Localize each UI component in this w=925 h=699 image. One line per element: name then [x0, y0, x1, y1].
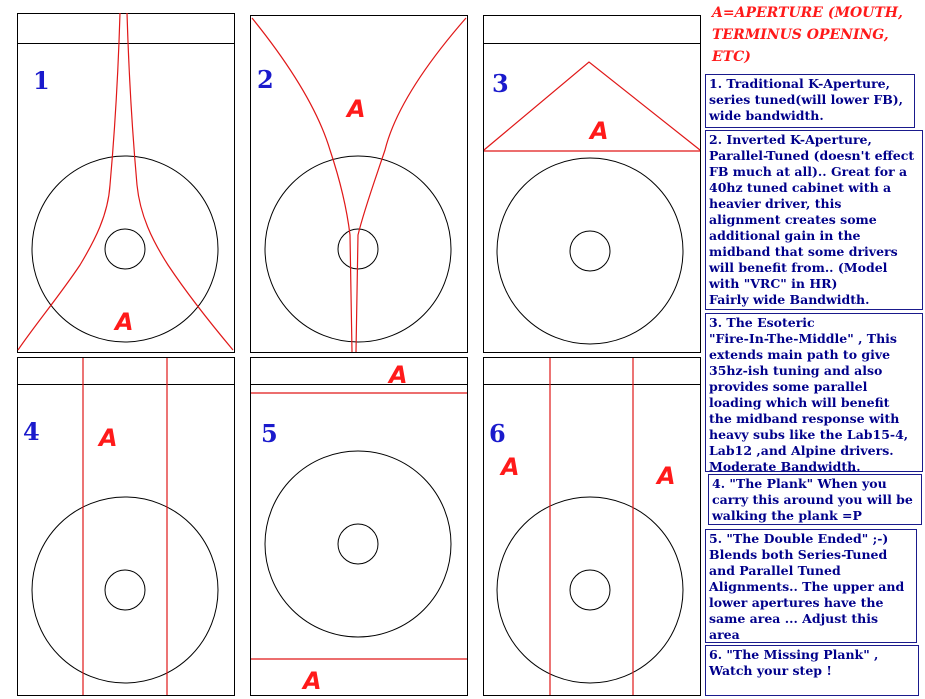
woofer-cone-1 [31, 155, 219, 343]
panel-number-1: 1 [33, 66, 50, 95]
woofer-dustcap-6 [569, 569, 611, 611]
note-2: 2. Inverted K-Aperture, Parallel-Tuned (… [705, 130, 923, 310]
panel-number-6: 6 [489, 419, 506, 448]
aperture-legend: A=APERTURE (MOUTH, TERMINUS OPENING, ETC… [712, 5, 903, 65]
panel-number-5: 5 [261, 419, 278, 448]
woofer-dustcap-4 [104, 569, 146, 611]
panel-number-2: 2 [257, 65, 274, 94]
aperture-label-5-top: A [387, 361, 408, 389]
note-3: 3. The Esoteric "Fire-In-The-Middle" , T… [705, 313, 923, 472]
aperture-label-6-left: A [499, 453, 520, 481]
woofer-cone-6 [496, 496, 684, 684]
cabinet-box-4 [17, 357, 235, 696]
woofer-cone-3 [496, 157, 684, 345]
woofer-cone-5 [264, 450, 452, 638]
aperture-label-5-bottom: A [301, 667, 322, 695]
woofer-dustcap-3 [569, 230, 611, 272]
aperture-duct-6 [549, 358, 634, 695]
panel-number-4: 4 [23, 417, 40, 446]
aperture-duct-1 [17, 12, 234, 351]
aperture-duct-3 [483, 61, 701, 152]
cabinet-box-3 [483, 15, 701, 353]
note-4: 4. "The Plank" When you carry this aroun… [708, 474, 922, 525]
woofer-cone-4 [31, 496, 219, 684]
note-1: 1. Traditional K-Aperture, series tuned(… [705, 74, 915, 128]
panel-number-3: 3 [492, 69, 509, 98]
aperture-label-4: A [97, 424, 118, 452]
aperture-label-3: A [588, 117, 609, 145]
cabinet-box-5 [250, 357, 468, 696]
cabinet-box-6 [483, 357, 701, 696]
aperture-duct-2 [251, 17, 467, 353]
woofer-dustcap-5 [337, 523, 379, 565]
note-5: 5. "The Double Ended" ;-) Blends both Se… [705, 529, 917, 643]
cabinet-box-1 [17, 13, 235, 353]
note-6: 6. "The Missing Plank" , Watch your step… [705, 645, 919, 696]
aperture-label-2: A [345, 95, 366, 123]
cabinet-box-2 [250, 15, 468, 353]
woofer-dustcap-1 [104, 228, 146, 270]
aperture-label-6-right: A [655, 462, 676, 490]
aperture-label-1: A [113, 308, 134, 336]
aperture-duct-4 [82, 358, 168, 695]
aperture-duct-5 [251, 392, 467, 660]
woofer-cone-2 [264, 155, 452, 343]
